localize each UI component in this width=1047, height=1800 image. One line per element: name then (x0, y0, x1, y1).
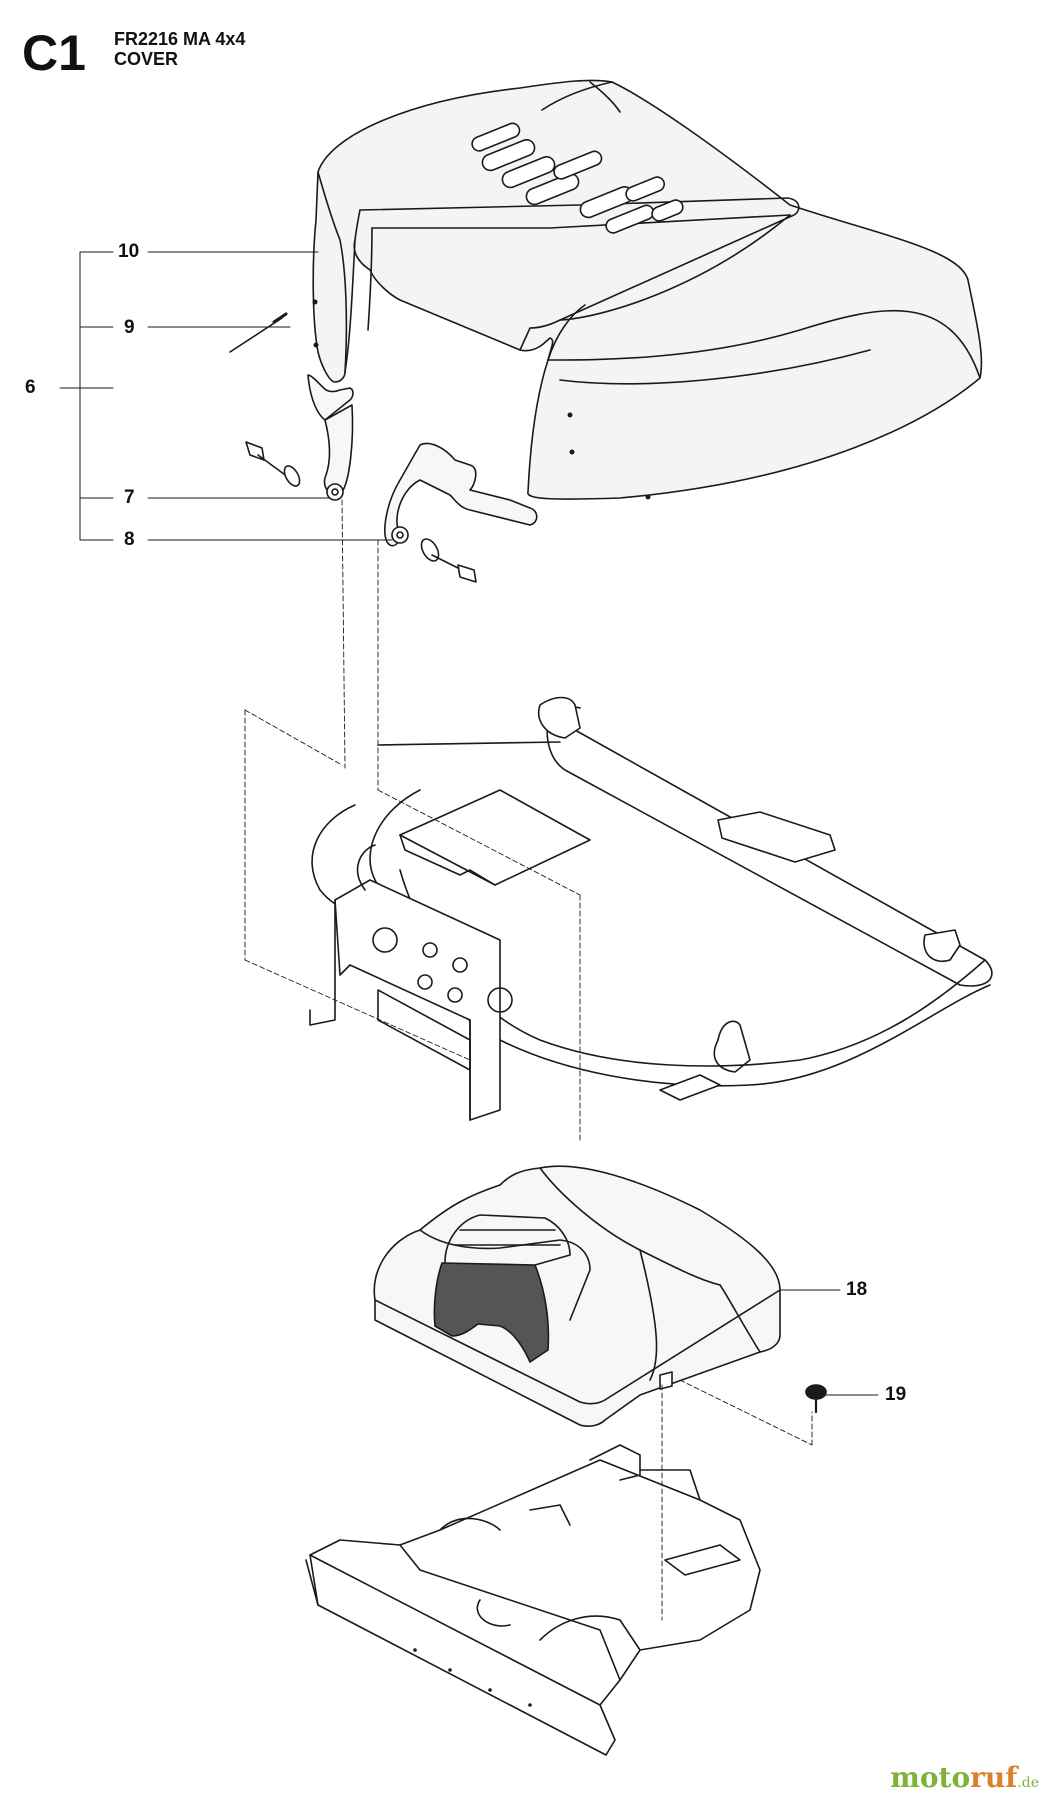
right-hinge-bracket-part (384, 442, 538, 583)
console-cover-part (373, 1165, 781, 1427)
screw-part (805, 1384, 827, 1414)
watermark-part2: ruf (970, 1761, 1018, 1794)
header-title: COVER (114, 49, 179, 69)
callout-6: 6 (25, 377, 36, 398)
hood-cover-part (312, 79, 983, 500)
left-hinge-bracket-part (245, 374, 354, 501)
leader-lines (59, 251, 879, 1396)
watermark-part3: .de (1017, 1775, 1039, 1791)
watermark-logo: motoruf.de (890, 1764, 1039, 1792)
callout-9: 9 (124, 317, 135, 338)
frame-assembly (309, 696, 993, 1121)
callout-8: 8 (124, 529, 135, 550)
callout-18: 18 (846, 1279, 868, 1300)
callout-10: 10 (118, 241, 140, 262)
callout-7: 7 (124, 487, 135, 508)
callout-19: 19 (885, 1384, 907, 1405)
base-plate-assembly (305, 1444, 761, 1756)
pin-part (229, 312, 288, 353)
watermark-part1: moto (890, 1761, 971, 1794)
header-section-code: C1 (22, 25, 86, 81)
header-model: FR2216 MA 4x4 (114, 29, 246, 49)
projection-lines (244, 499, 813, 1621)
